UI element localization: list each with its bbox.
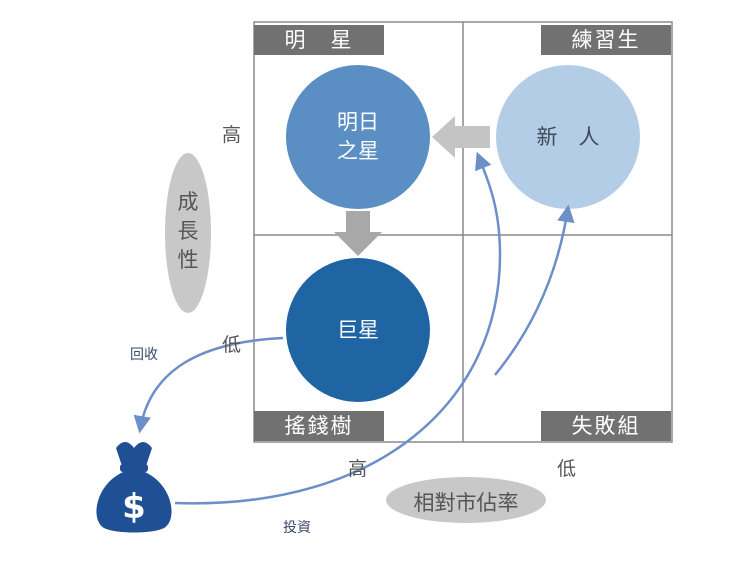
invest-flow-arrow-to-newcomer	[494, 204, 575, 376]
invest-label: 投資	[283, 520, 311, 536]
return-flow-arrow	[133, 336, 284, 434]
y-axis-high: 高	[222, 124, 242, 146]
y-axis-title-char-2: 長	[177, 219, 199, 243]
superstar-circle	[286, 258, 430, 402]
left-arrow-icon	[432, 116, 490, 158]
future-star-label-line-2: 之星	[337, 139, 379, 163]
y-axis-title-char-3: 性	[177, 248, 199, 272]
y-axis-title: 成 長 性	[172, 188, 204, 275]
quadrant-label-failure: 失敗組	[541, 411, 671, 441]
superstar-label: 巨星	[337, 318, 379, 342]
market-share-ellipse	[386, 477, 546, 523]
future-star-label: 明日 之星	[318, 108, 398, 166]
quadrant-label-trainee: 練習生	[541, 25, 671, 55]
quadrant-label-star: 明 星	[254, 25, 384, 55]
future-star-label-line-1: 明日	[337, 110, 379, 134]
svg-text:$: $	[122, 487, 146, 527]
x-axis-title: 相對市佔率	[413, 491, 519, 515]
money-bag-icon: $	[96, 442, 172, 533]
return-label: 回收	[130, 347, 158, 363]
y-axis-title-char-1: 成	[177, 190, 199, 214]
future-star-circle	[286, 65, 430, 209]
newcomer-label: 新 人	[536, 125, 600, 149]
y-axis-low: 低	[222, 334, 242, 356]
down-arrow-icon	[334, 211, 382, 256]
x-axis-low: 低	[557, 458, 577, 480]
x-axis-high: 高	[348, 458, 368, 480]
invest-flow-arrow-to-future-star	[174, 151, 502, 505]
growth-ellipse	[165, 153, 211, 313]
quadrant-label-cash-cow: 搖錢樹	[254, 411, 384, 441]
newcomer-circle	[496, 65, 640, 209]
